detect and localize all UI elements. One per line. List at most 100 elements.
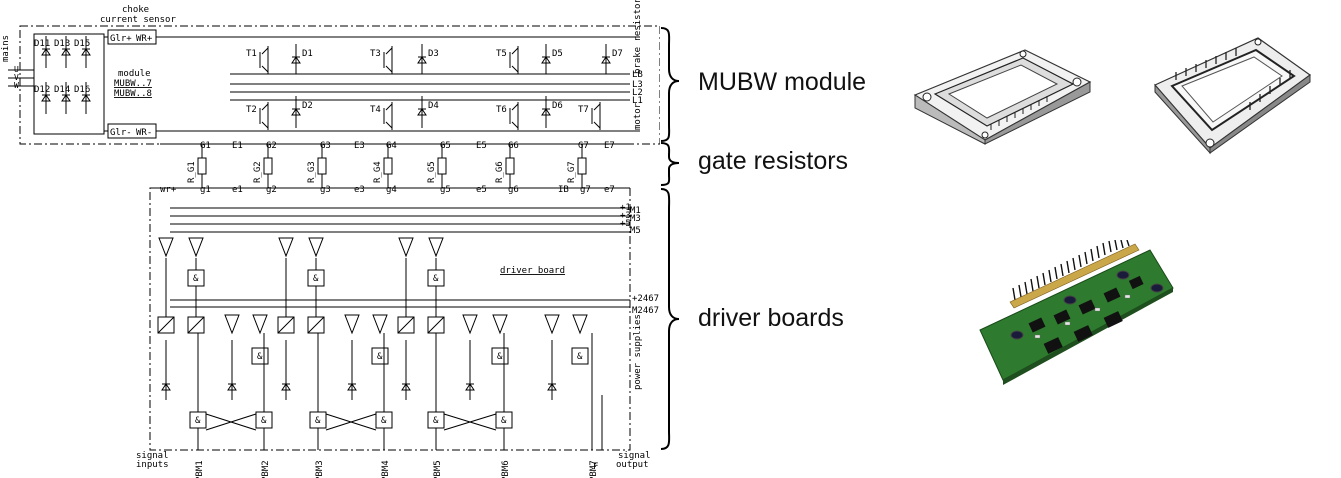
driver-terminal-label: g2 xyxy=(266,185,277,195)
rectifier-diode-label: D11 xyxy=(34,39,50,49)
diode-symbol xyxy=(291,56,301,64)
and-gate-symbol: & xyxy=(501,416,507,426)
transistor-collector xyxy=(261,47,269,55)
diode-symbol xyxy=(81,48,91,56)
driver-terminal-label: IB xyxy=(558,185,569,195)
transistor-label: T5 xyxy=(496,49,507,59)
transistor-emitter xyxy=(385,121,393,129)
rectifier-diode-label: D14 xyxy=(54,85,70,95)
and-gate-symbol: & xyxy=(433,416,439,426)
transistor-emitter xyxy=(593,121,601,129)
diode-symbol xyxy=(291,108,301,116)
gate-resistor-label: R_G7 xyxy=(567,161,577,183)
resistor-body xyxy=(263,157,273,175)
transistor-emitter xyxy=(261,121,269,129)
driver-terminal-label: g3 xyxy=(320,185,331,195)
diode-label: D7 xyxy=(612,49,623,59)
and-gate-symbol: & xyxy=(193,274,199,284)
diode-symbol xyxy=(601,56,611,64)
transistor-collector xyxy=(511,103,519,111)
buffer-symbol xyxy=(252,314,268,335)
and-gate-symbol: & xyxy=(377,352,383,362)
optocoupler-diag xyxy=(157,316,175,334)
diode-label: D6 xyxy=(552,101,563,111)
diode-symbol xyxy=(81,94,91,102)
diode-symbol xyxy=(41,48,51,56)
supply-label-p5: +5 xyxy=(620,219,631,229)
transistor-label: T7 xyxy=(578,105,589,115)
grouping-braces xyxy=(660,27,680,450)
diode-label: D1 xyxy=(302,49,313,59)
buffer-symbol xyxy=(344,314,360,335)
pbm-label: PBM6 xyxy=(501,460,511,478)
and-gate-symbol: & xyxy=(257,352,263,362)
driver-terminal-label: g4 xyxy=(386,185,397,195)
crossover-wire xyxy=(325,413,377,431)
driver-board-photo xyxy=(979,240,1174,385)
buffer-symbol xyxy=(428,237,444,258)
pbm-label: PBM3 xyxy=(315,460,325,478)
and-gate-symbol: & xyxy=(261,416,267,426)
diode-symbol xyxy=(61,94,71,102)
mubw-module-photo-1 xyxy=(913,49,1092,145)
diode-symbol xyxy=(417,108,427,116)
brace-gate-resistors xyxy=(660,142,680,186)
transistor-collector xyxy=(385,103,393,111)
supply-label-m2467: M2467 xyxy=(632,306,659,316)
gate-terminal-label: G5 xyxy=(440,141,451,151)
resistor-body xyxy=(383,157,393,175)
diode-label: D3 xyxy=(428,49,439,59)
driver-boards-label: driver boards xyxy=(698,304,844,332)
transistor-label: T6 xyxy=(496,105,507,115)
pbm-label: PBM5 xyxy=(433,460,443,478)
rectifier-diode-label: D13 xyxy=(54,39,70,49)
driver-terminal-label: e7 xyxy=(604,185,615,195)
gate-terminal-label: G2 xyxy=(266,141,277,151)
diode-symbol xyxy=(541,108,551,116)
transistor-collector xyxy=(385,47,393,55)
transistor-emitter xyxy=(261,65,269,73)
and-gate-symbol: & xyxy=(313,274,319,284)
buffer-symbol xyxy=(398,237,414,258)
optocoupler-diag xyxy=(277,316,295,334)
resistor-body xyxy=(437,157,447,175)
supply-label-p1: +1 xyxy=(620,203,631,213)
driver-terminal-label: g5 xyxy=(440,185,451,195)
transistor-label: T2 xyxy=(246,105,257,115)
transistor-emitter xyxy=(385,65,393,73)
gate-resistor-label: R_G6 xyxy=(495,161,505,183)
gate-resistor-label: R_G4 xyxy=(373,161,383,183)
transistor-label: T1 xyxy=(246,49,257,59)
gate-resistors-label: gate resistors xyxy=(698,147,849,175)
transistor-emitter xyxy=(511,65,519,73)
supply-label-p3: +3 xyxy=(620,211,631,221)
driver-terminal-label: e5 xyxy=(476,185,487,195)
gate-terminal-label: E7 xyxy=(604,141,615,151)
buffer-symbol xyxy=(278,237,294,258)
diode-symbol xyxy=(541,56,551,64)
buffer-symbol xyxy=(158,237,174,258)
driver-terminal-label: e1 xyxy=(232,185,243,195)
driver-terminal-label: g1 xyxy=(200,185,211,195)
buffer-symbol xyxy=(224,314,240,335)
and-gate-symbol: & xyxy=(195,416,201,426)
pbm-label: PBM4 xyxy=(381,460,391,478)
and-gate-symbol: & xyxy=(577,352,583,362)
crossover-wire xyxy=(205,413,257,431)
gate-terminal-label: E5 xyxy=(476,141,487,151)
resistor-body xyxy=(577,157,587,175)
driver-board-boundary xyxy=(149,187,631,451)
gate-resistor-label: R_G1 xyxy=(187,161,197,183)
transistor-collector xyxy=(261,103,269,111)
diode-label: D2 xyxy=(302,101,313,111)
and-gate-symbol: & xyxy=(497,352,503,362)
supply-label-m5: M5 xyxy=(630,226,641,236)
gate-terminal-label: G4 xyxy=(386,141,397,151)
pbm-label: PBM2 xyxy=(261,460,271,478)
gate-resistor-label: R_G3 xyxy=(307,161,317,183)
transistor-label: T3 xyxy=(370,49,381,59)
buffer-symbol xyxy=(572,314,588,335)
gate-terminal-label: G3 xyxy=(320,141,331,151)
optocoupler-diag xyxy=(307,316,325,334)
gate-terminal-label: G6 xyxy=(508,141,519,151)
